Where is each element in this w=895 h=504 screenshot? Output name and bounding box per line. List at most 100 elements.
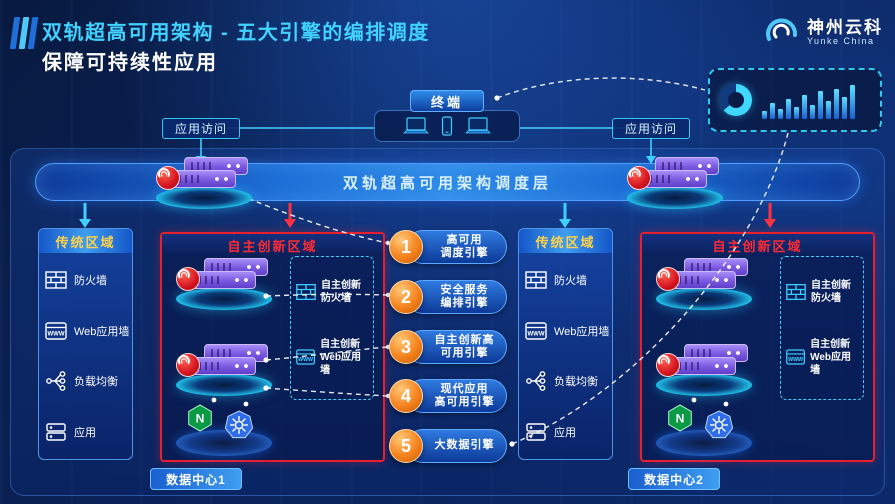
yunke-mark-icon	[176, 267, 200, 291]
yunke-mark-icon	[656, 267, 680, 291]
innovation-firewall: 自主创新 防火墙	[295, 279, 369, 305]
kubernetes-icon	[224, 410, 254, 439]
brand-logo: 神州云科 Yunke China	[762, 14, 883, 52]
innovation-waf: WWW 自主创新 Web应用墙	[785, 338, 859, 377]
zone-item-label: 负载均衡	[554, 376, 598, 389]
platform-disk	[176, 374, 272, 396]
www-text: WWW	[298, 357, 313, 363]
bar-chart-icon	[762, 81, 855, 119]
firewall-icon	[786, 284, 806, 301]
laptop-icon	[465, 117, 491, 134]
engine-label: 高可用	[446, 233, 483, 246]
platform-disk	[627, 187, 723, 209]
platform-disk	[656, 374, 752, 396]
zone-item-firewall: 防火墙	[524, 268, 607, 292]
innovation-security-box: 自主创新 防火墙 WWW 自主创新 Web应用墙	[290, 256, 374, 400]
www-text: WWW	[528, 331, 545, 337]
server-cluster	[156, 157, 252, 209]
kubernetes-icon	[704, 410, 734, 439]
donut-chart-icon	[720, 84, 752, 116]
nginx-letter: N	[196, 412, 205, 426]
firewall-icon	[296, 284, 316, 301]
brand-subname: Yunke China	[807, 36, 875, 47]
engine-label: 可用引擎	[440, 347, 489, 359]
innovation-firewall-label: 自主创新	[811, 280, 851, 292]
zone-item-label: 防火墙	[74, 275, 107, 288]
zone-item-label: 负载均衡	[74, 376, 118, 389]
server-icon	[643, 170, 707, 188]
engine-label: 自主创新高	[434, 333, 495, 346]
firewall-icon	[525, 271, 547, 289]
laptop-icon	[403, 117, 429, 134]
terminal-devices	[374, 110, 520, 142]
app-icon	[526, 423, 546, 441]
server-icon	[672, 357, 736, 375]
platform-disk	[156, 187, 252, 209]
innovation-waf-label: 自主创新	[810, 338, 851, 350]
www-text: WWW	[788, 357, 803, 363]
engine-label: 调度引擎	[440, 247, 489, 259]
zone-item-label: Web应用墙	[74, 325, 130, 338]
zone-item-waf: WWW Web应用墙	[524, 319, 610, 343]
engine-pill: 安全服务 编排引擎	[406, 280, 507, 314]
engine-item-3: 自主创新高 可用引擎 3	[389, 328, 507, 366]
yunke-logo-icon	[766, 18, 798, 41]
server-cluster	[656, 258, 752, 310]
engine-item-5: 大数据引擎 5	[389, 427, 507, 465]
innovation-waf-label: Web应用墙	[810, 351, 852, 376]
yunke-mark-icon	[627, 166, 651, 190]
zone-item-app: 应用	[44, 420, 127, 444]
server-cluster	[176, 258, 272, 310]
firewall-icon	[45, 271, 67, 289]
innovation-firewall: 自主创新 防火墙	[785, 279, 859, 305]
innovation-firewall-label: 自主创新	[321, 280, 361, 292]
waf-icon: WWW	[45, 322, 67, 340]
load-balancer-icon	[526, 371, 546, 392]
server-icon	[172, 170, 236, 188]
slide-subtitle: 保障可持续性应用	[42, 52, 218, 74]
slide-title: 双轨超高可用架构 - 五大引擎的编排调度	[42, 22, 430, 44]
traditional-zone-title: 传统区域	[519, 229, 612, 253]
yunke-mark-icon	[176, 353, 200, 377]
server-cluster	[656, 344, 752, 396]
datacenter-label-2: 数据中心2	[628, 468, 720, 490]
engine-label: 高可用引擎	[434, 396, 495, 408]
engine-label: 现代应用	[440, 382, 489, 395]
waf-icon: WWW	[525, 322, 547, 340]
yunke-mark-icon	[656, 353, 680, 377]
platform-disk	[176, 288, 272, 310]
innovation-waf: WWW 自主创新 Web应用墙	[295, 338, 369, 377]
phone-icon	[441, 116, 453, 136]
server-cluster	[627, 157, 723, 209]
waf-icon: WWW	[296, 349, 315, 365]
app-access-label-left: 应用访问	[162, 118, 240, 139]
load-balancer-icon	[46, 371, 66, 392]
engine-pill: 高可用 调度引擎	[406, 230, 507, 264]
server-icon	[192, 271, 256, 289]
platform-disk	[656, 288, 752, 310]
nginx-icon: N	[668, 404, 692, 432]
monitoring-widget	[708, 68, 882, 132]
traditional-zone-left: 传统区域 防火墙 WWW Web应用墙	[38, 228, 133, 460]
yunke-mark-icon	[156, 166, 180, 190]
zone-item-load-balancer: 负载均衡	[44, 369, 127, 393]
datacenter-label-1: 数据中心1	[150, 468, 242, 490]
innovation-security-box: 自主创新 防火墙 WWW 自主创新 Web应用墙	[780, 256, 864, 400]
innovation-waf-label: Web应用墙	[320, 351, 362, 376]
innovation-zone-right: 自主创新区域 自主创新 防火墙	[640, 232, 875, 462]
server-icon	[672, 271, 736, 289]
www-text: WWW	[48, 331, 65, 337]
zone-item-label: 防火墙	[554, 275, 587, 288]
engine-number-badge: 4	[389, 379, 423, 413]
zone-item-label: Web应用墙	[554, 325, 610, 338]
innovation-zone-title: 自主创新区域	[642, 234, 873, 256]
engine-number-badge: 2	[389, 280, 423, 314]
zone-item-load-balancer: 负载均衡	[524, 369, 607, 393]
zone-item-waf: WWW Web应用墙	[44, 319, 130, 343]
engine-label: 编排引擎	[440, 297, 489, 309]
waf-icon: WWW	[786, 349, 805, 365]
engine-item-2: 安全服务 编排引擎 2	[389, 278, 507, 316]
innovation-firewall-label: 防火墙	[811, 293, 841, 305]
zone-item-label: 应用	[554, 426, 576, 439]
